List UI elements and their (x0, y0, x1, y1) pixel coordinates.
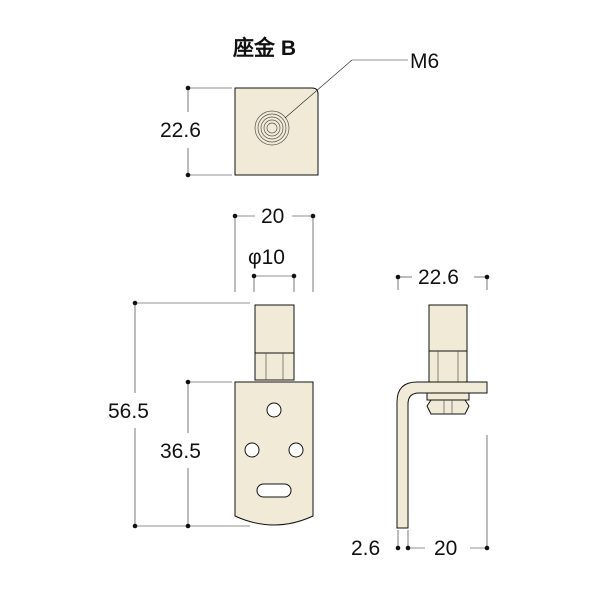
overall-height-dimension (132, 300, 250, 529)
mounting-hole-left (244, 442, 260, 458)
mounting-hole-top (266, 402, 282, 418)
width-20-dimension (232, 213, 316, 292)
washer-b-plate (234, 87, 319, 176)
side-depth-label: 20 (434, 537, 457, 560)
drawing-title: 座金 B (233, 36, 296, 60)
washer-height-dimension (185, 85, 232, 178)
mounting-hole-right (288, 442, 304, 458)
plate-height-label: 36.5 (160, 440, 201, 463)
side-width-label: 22.6 (418, 266, 459, 289)
washer-b-view: M6 22.6 (160, 50, 439, 178)
phi10-label: φ10 (248, 246, 285, 269)
m6-nut-icon (254, 110, 290, 146)
l-bracket (396, 381, 488, 529)
thickness-dimension (395, 530, 411, 551)
side-view: 22.6 2.6 20 (351, 266, 490, 560)
bolt-thread (254, 352, 295, 381)
front-view: 20 φ10 56.5 (108, 205, 316, 529)
mounting-plate (234, 381, 314, 526)
side-depth-dimension (408, 435, 490, 551)
overall-height-label: 56.5 (108, 400, 149, 423)
bolt-shank (254, 304, 295, 354)
side-width-dimension (395, 274, 490, 290)
hex-nut-icon (426, 392, 470, 415)
thickness-label: 2.6 (351, 537, 380, 560)
side-bolt-thread (428, 350, 468, 383)
phi10-dimension (251, 273, 297, 292)
side-bolt-shank (428, 304, 468, 352)
width-20-label: 20 (261, 205, 284, 228)
m6-leader-line (284, 59, 353, 119)
m6-label: M6 (410, 50, 439, 73)
washer-height-label: 22.6 (160, 119, 201, 142)
plate-height-dimension (185, 379, 232, 529)
mounting-slot (256, 483, 292, 498)
